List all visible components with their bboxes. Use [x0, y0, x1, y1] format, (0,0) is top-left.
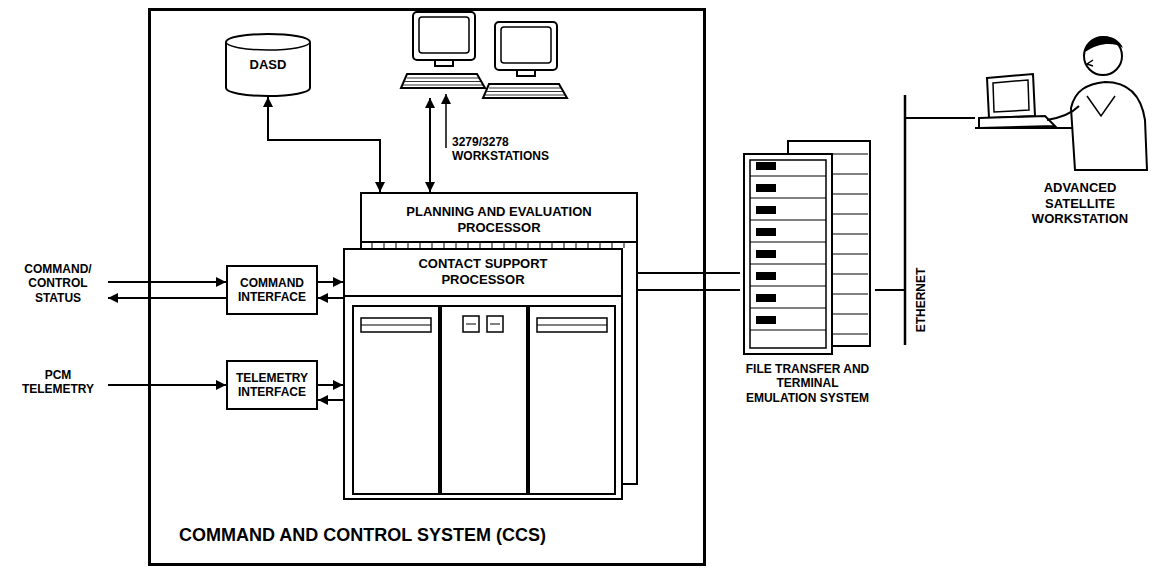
label-holder: PCM TELEMETRY: [12, 368, 104, 397]
connector: [318, 281, 343, 283]
text-holder: COMMAND INTERFACE: [228, 267, 316, 313]
text-holder: FILE TRANSFER AND TERMINAL EMULATION SYS…: [740, 362, 875, 405]
label-holder: ETHERNET: [914, 268, 928, 333]
interface-box: COMMAND INTERFACE: [226, 265, 318, 315]
text-holder: DASD: [225, 57, 311, 73]
signal-arrow: [108, 281, 226, 283]
text-holder: TELEMETRY INTERFACE: [228, 362, 316, 408]
signal-arrow: [108, 384, 226, 386]
signal-arrow: [108, 297, 226, 299]
interface-box: TELEMETRY INTERFACE: [226, 360, 318, 410]
connector: [429, 98, 431, 192]
connector: [875, 118, 975, 290]
label-holder: COMMAND/ CONTROL STATUS: [12, 262, 104, 305]
bus-label: ETHERNET: [914, 268, 928, 333]
processor-cabinet: CONTACT SUPPORT PROCESSOR: [343, 248, 623, 500]
connector: [318, 384, 343, 386]
node-label: CONTACT SUPPORT PROCESSOR: [383, 256, 583, 287]
text-holder: COMMAND AND CONTROL SYSTEM (CCS): [179, 525, 699, 547]
signal-label: PCM TELEMETRY: [12, 368, 104, 397]
node-label: COMMAND INTERFACE: [228, 276, 316, 305]
server-rack: FILE TRANSFER AND TERMINAL EMULATION SYS…: [740, 140, 875, 430]
text-holder: CONTACT SUPPORT PROCESSOR: [383, 256, 583, 287]
user-workstation: ADVANCED SATELLITE WORKSTATION: [975, 20, 1155, 240]
node-label: TELEMETRY INTERFACE: [228, 371, 316, 400]
system-title: COMMAND AND CONTROL SYSTEM (CCS): [179, 525, 699, 547]
workstation-group: 3279/3278 WORKSTATIONS: [395, 8, 595, 98]
node-label: PLANNING AND EVALUATION PROCESSOR: [384, 204, 614, 235]
connector: [318, 297, 343, 299]
system-boundary: COMMAND AND CONTROL SYSTEM (CCS) DASD 3279…: [148, 8, 706, 566]
text-holder: 3279/3278 WORKSTATIONS: [452, 135, 602, 164]
node-label: FILE TRANSFER AND TERMINAL EMULATION SYS…: [740, 362, 875, 405]
node-label: DASD: [225, 57, 311, 73]
node-label: 3279/3278 WORKSTATIONS: [452, 135, 602, 164]
connector: [268, 97, 380, 192]
connector: [638, 272, 740, 274]
workstation-group-drawing: [395, 8, 595, 98]
text-holder: PLANNING AND EVALUATION PROCESSOR: [384, 204, 614, 235]
connector: [318, 399, 343, 401]
node-label: ADVANCED SATELLITE WORKSTATION: [1010, 180, 1150, 227]
disk-storage: DASD: [225, 33, 311, 97]
text-holder: ADVANCED SATELLITE WORKSTATION: [1010, 180, 1150, 227]
signal-label: COMMAND/ CONTROL STATUS: [12, 262, 104, 305]
connector: [638, 289, 740, 291]
